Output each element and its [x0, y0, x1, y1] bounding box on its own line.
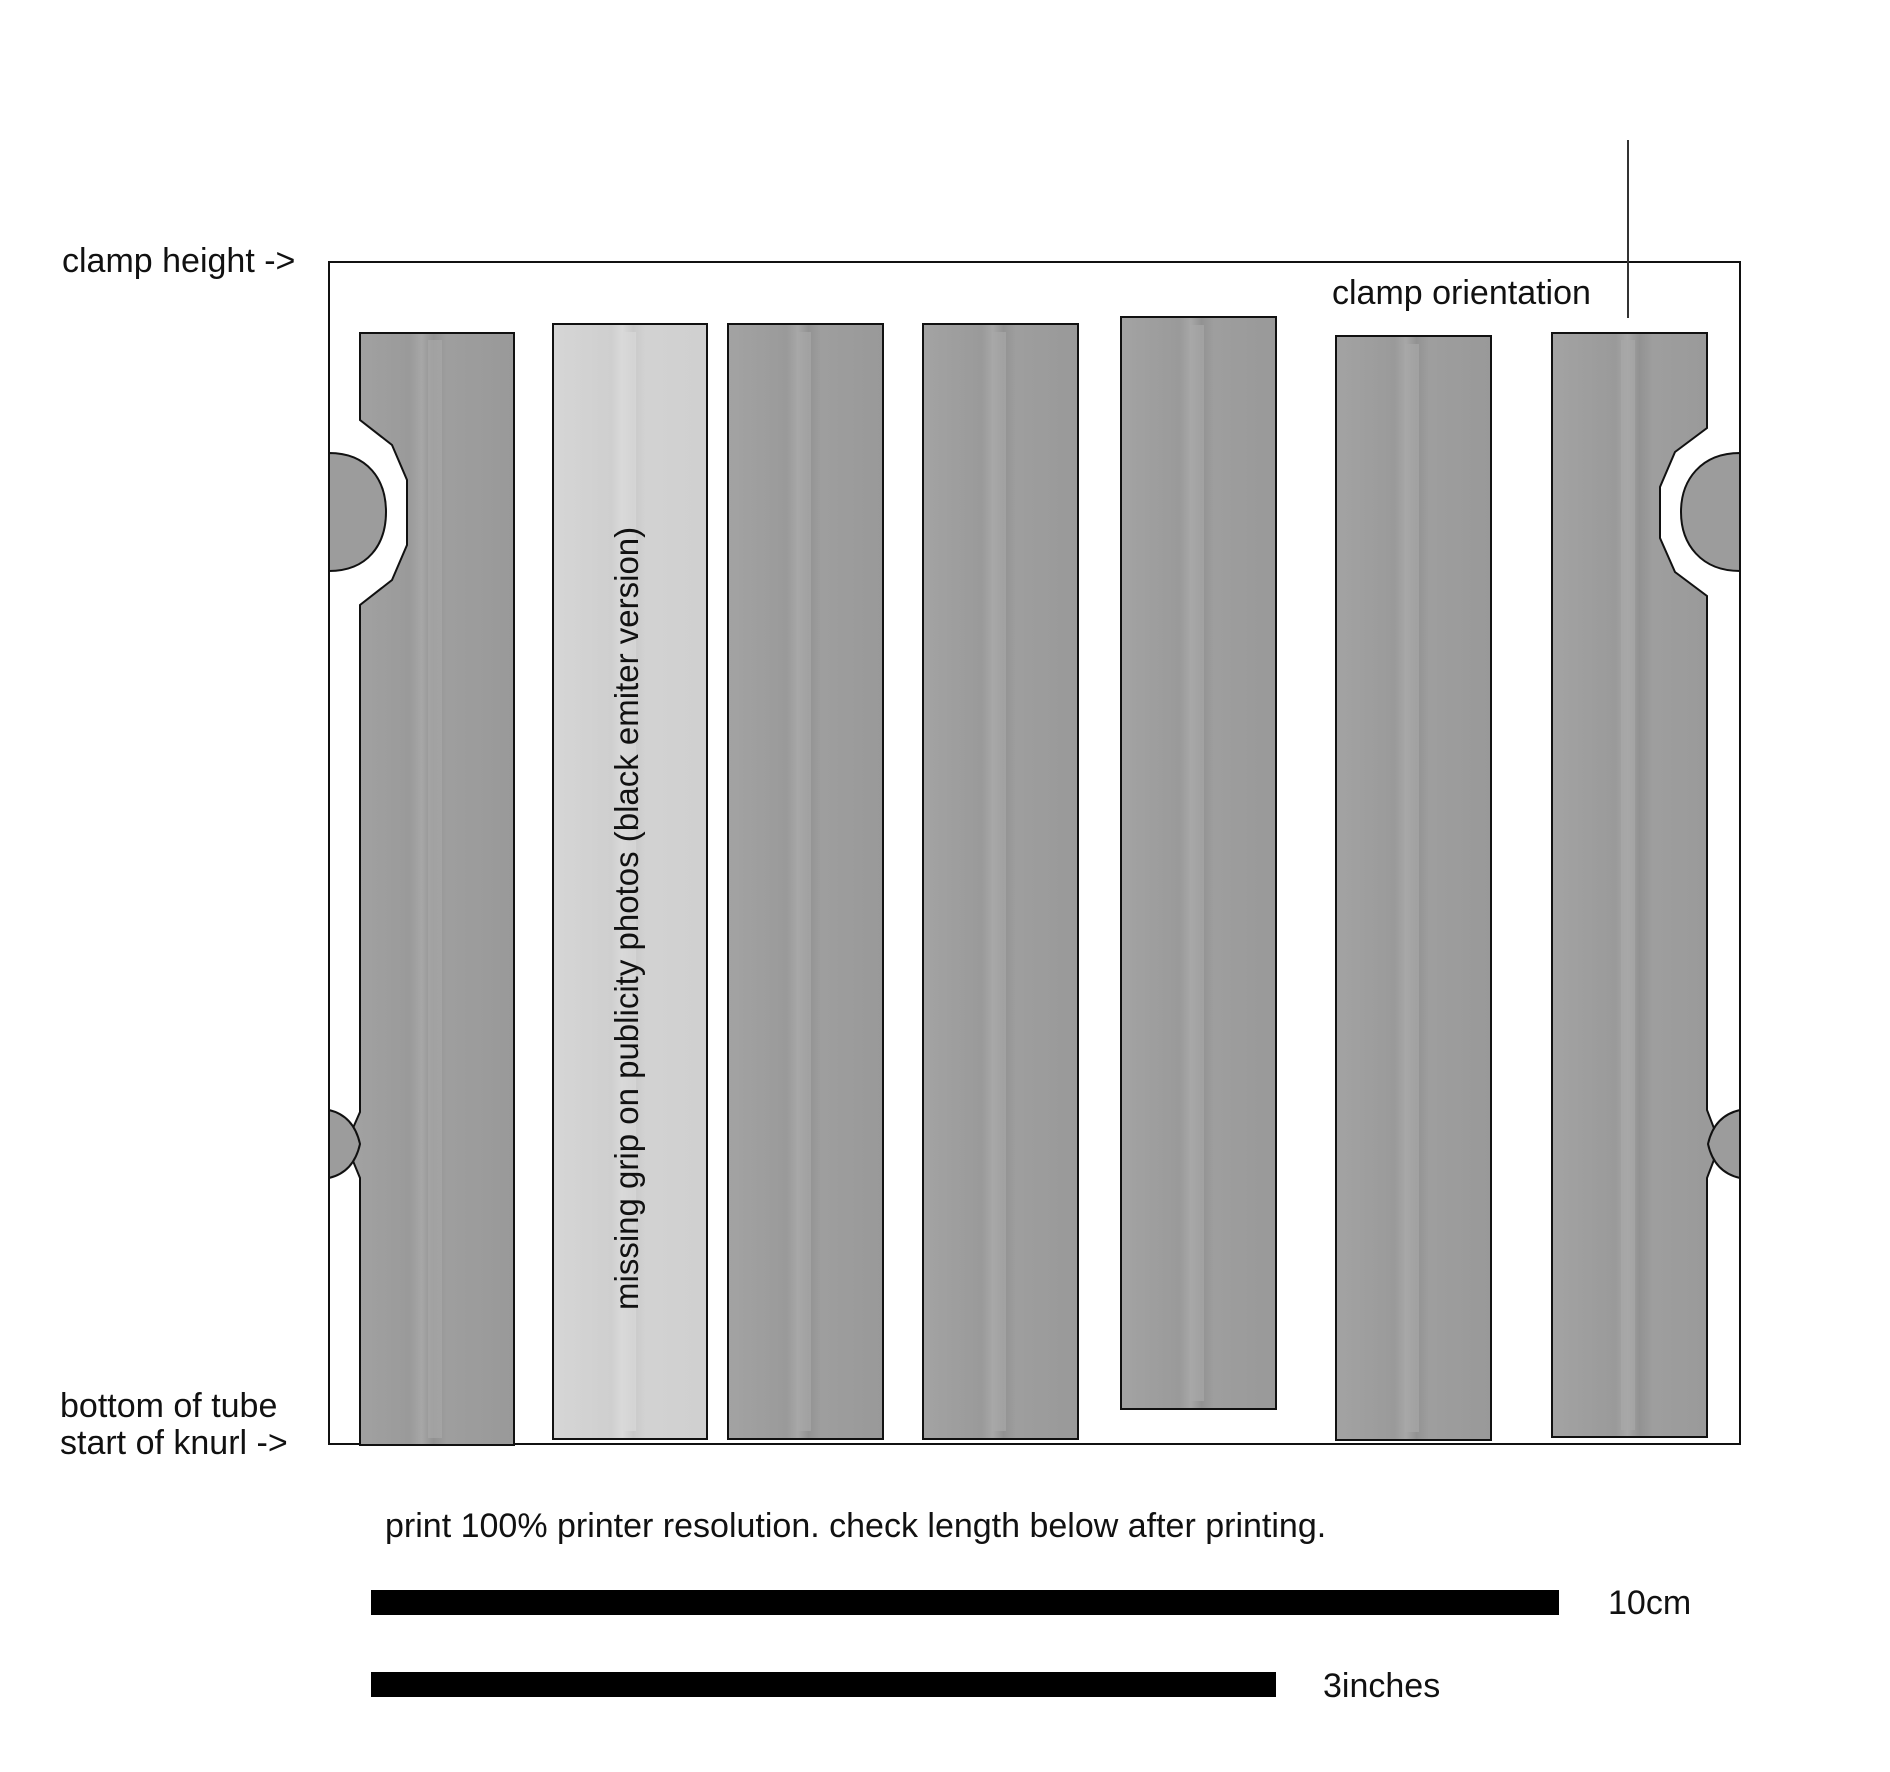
clamp-tab-upper-right: [1679, 451, 1741, 573]
bottom-of-tube-label: bottom of tube: [60, 1387, 277, 1425]
scale-label-3inches: 3inches: [1323, 1667, 1440, 1705]
clamp-height-label: clamp height ->: [62, 242, 295, 280]
clamp-tab-lower-right: [1706, 1108, 1741, 1180]
missing-grip-note: missing grip on publicity photos (black …: [608, 527, 645, 1310]
clamp-tab-lower-left: [328, 1108, 362, 1180]
clamp-outline: [328, 261, 1741, 1445]
scale-label-10cm: 10cm: [1608, 1584, 1691, 1622]
grip-7: [1551, 332, 1722, 1438]
grip-6: [1335, 335, 1492, 1441]
grip-5: [1120, 316, 1277, 1410]
grip-1: [344, 332, 515, 1446]
scale-bar-10cm: [371, 1590, 1559, 1615]
grip-4: [922, 323, 1079, 1440]
clamp-tab-upper-left: [328, 451, 388, 573]
scale-bar-3inches: [371, 1672, 1276, 1697]
print-instructions: print 100% printer resolution. check len…: [385, 1507, 1326, 1545]
clamp-orientation-label: clamp orientation: [1332, 274, 1591, 312]
grip-3: [727, 323, 884, 1440]
start-of-knurl-label: start of knurl ->: [60, 1424, 288, 1462]
grip-2: [552, 323, 708, 1440]
